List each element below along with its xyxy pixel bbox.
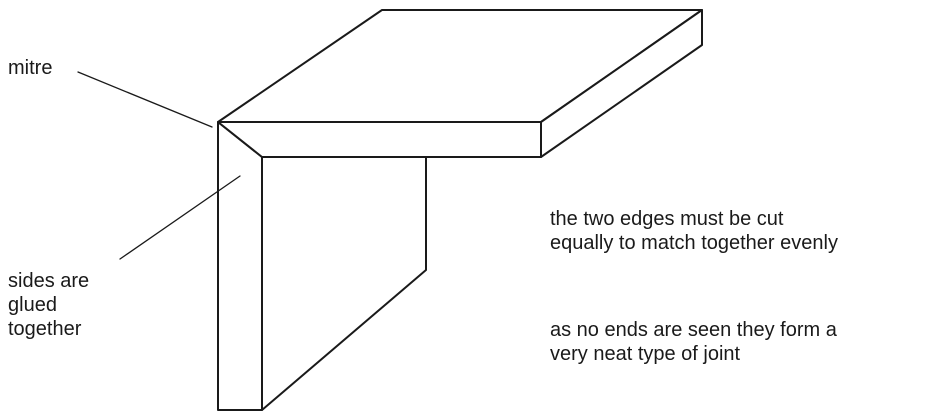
edges-cut-line-2: equally to match together evenly bbox=[550, 232, 838, 254]
horizontal-board-end-face bbox=[540, 9, 703, 158]
sides-glued-line-2: glued bbox=[8, 294, 57, 316]
vertical-board-front-face bbox=[217, 121, 263, 411]
edges-cut-line-1: the two edges must be cut bbox=[550, 208, 784, 230]
neat-joint-note: as no ends are seen they form a very nea… bbox=[550, 318, 837, 366]
neat-joint-line-1: as no ends are seen they form a bbox=[550, 319, 837, 341]
sides-glued-label: sides are glued together bbox=[8, 269, 89, 341]
mitre-label-text: mitre bbox=[8, 57, 53, 79]
sides-glued-line-1: sides are bbox=[8, 270, 90, 292]
neat-joint-line-2: very neat type of joint bbox=[550, 343, 741, 365]
mitre-label: mitre bbox=[8, 56, 52, 80]
edges-cut-note: the two edges must be cut equally to mat… bbox=[550, 207, 838, 255]
horizontal-board-front-edge bbox=[217, 121, 542, 158]
sides-glued-line-3: together bbox=[8, 318, 82, 340]
glued-leader-line bbox=[119, 175, 241, 260]
mitre-leader-line bbox=[77, 71, 213, 128]
vertical-board-side-face bbox=[261, 156, 427, 411]
